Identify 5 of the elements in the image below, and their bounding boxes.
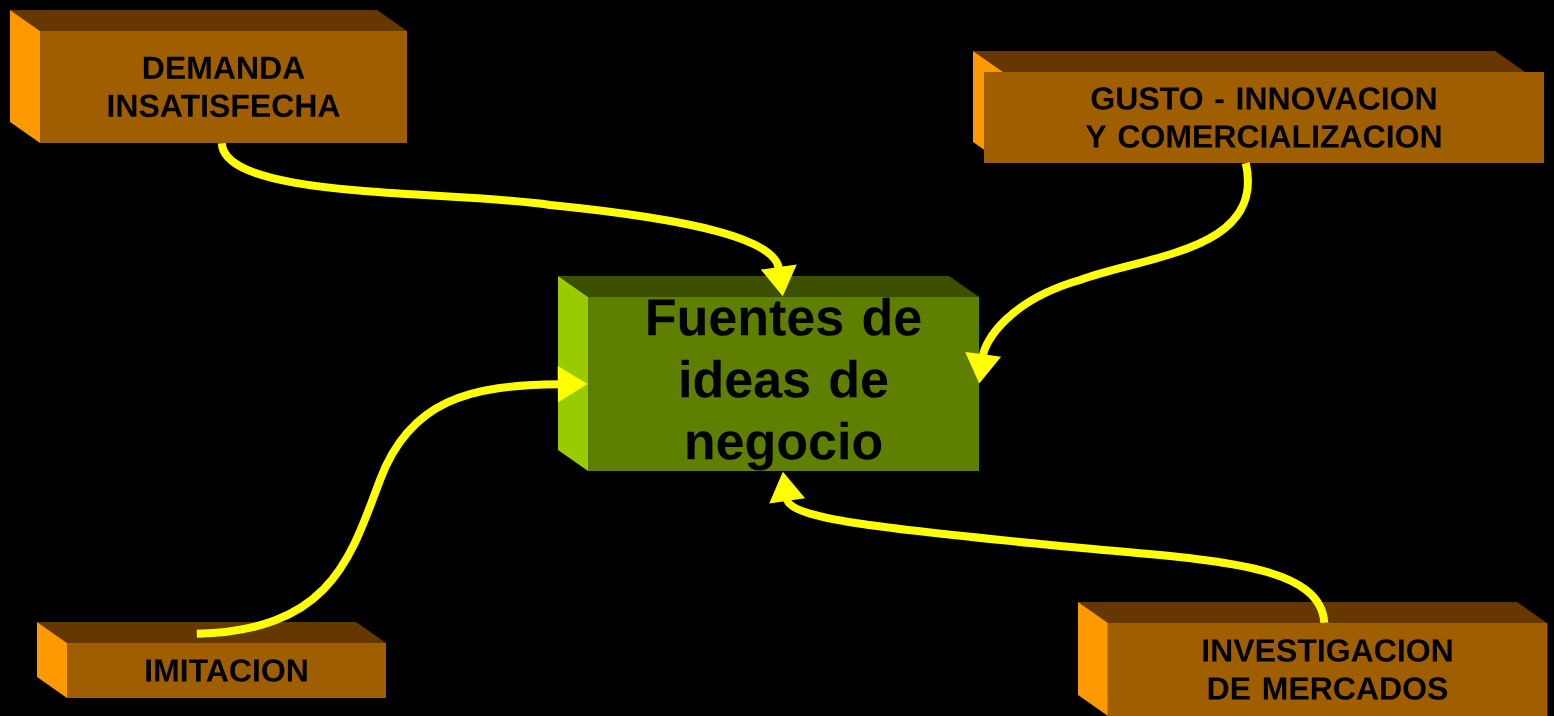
title-box: Fuentes de ideas de negocio [558, 276, 979, 471]
source-box: DEMANDA INSATISFECHA [10, 10, 407, 143]
source-box: GUSTO - INNOVACION Y COMERCIALIZACION [973, 51, 1544, 163]
source-box: IMITACION [37, 622, 386, 698]
source-box: INVESTIGACION DE MERCADOS [1078, 602, 1548, 716]
